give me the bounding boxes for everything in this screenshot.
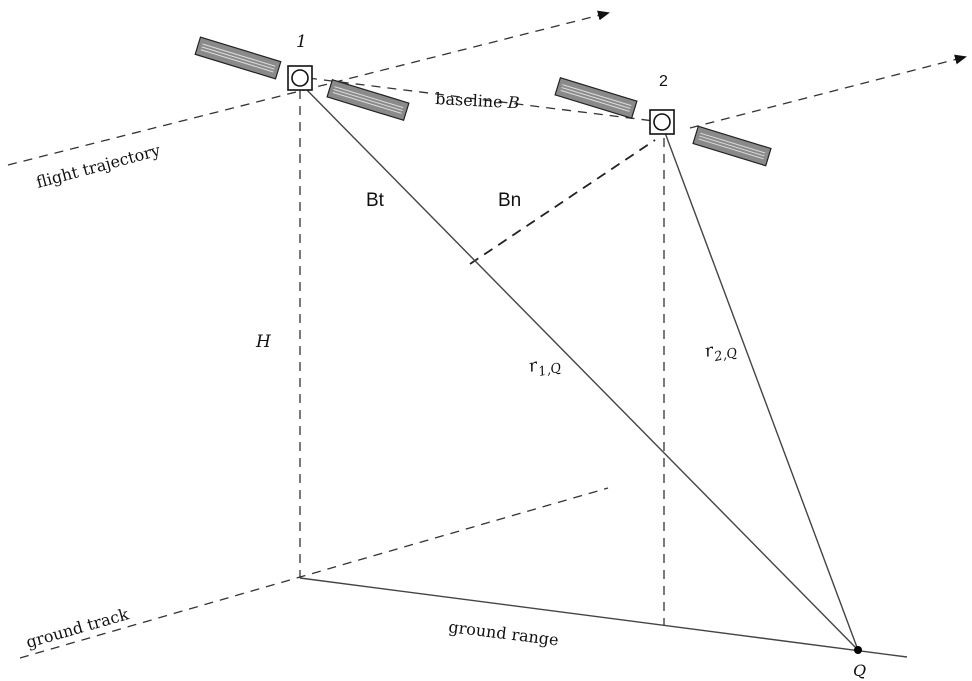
r2q-label-sub: 2,Q	[712, 346, 739, 366]
bn-perpendicular-line	[469, 139, 656, 265]
ground-track-label: ground track	[24, 604, 131, 651]
r1q-label-sub: 1,Q	[537, 361, 563, 381]
ground-range-label: ground range	[448, 617, 560, 649]
ground-track-line	[19, 487, 609, 659]
r1q-label: r1,Q	[527, 351, 563, 382]
r2q-label: r2,Q	[703, 336, 739, 367]
satellite-1	[194, 36, 410, 122]
baseline-label-text: baseline	[435, 89, 503, 112]
satellite-2	[554, 76, 772, 167]
baseline-line	[307, 77, 663, 123]
height-label: H	[255, 332, 272, 352]
baseline-label: baseline B	[435, 89, 520, 112]
satellite-2-antenna-icon	[653, 113, 671, 131]
baseline-label-symbol: B	[506, 93, 520, 113]
ground-range-line	[299, 577, 908, 658]
satellite-1-right-panel	[326, 78, 410, 122]
bt-label: Bt	[366, 190, 385, 211]
satellite-1-label: 1	[296, 32, 307, 52]
satellite-2-right-panel	[692, 125, 772, 167]
satellite-1-antenna-icon	[291, 69, 309, 87]
bn-label: Bn	[498, 190, 521, 211]
slant-range-r1q	[301, 84, 859, 651]
flight-trajectory-label: flight trajectory	[34, 140, 162, 191]
satellite-2-label: 2	[659, 73, 668, 90]
slant-range-r2q	[663, 129, 859, 651]
satellite-2-left-panel	[554, 76, 638, 120]
target-point-label: Q	[853, 661, 866, 680]
satellite-1-left-panel	[194, 36, 282, 80]
flight-trajectory-line-2	[689, 54, 967, 129]
target-point-q	[854, 646, 862, 654]
